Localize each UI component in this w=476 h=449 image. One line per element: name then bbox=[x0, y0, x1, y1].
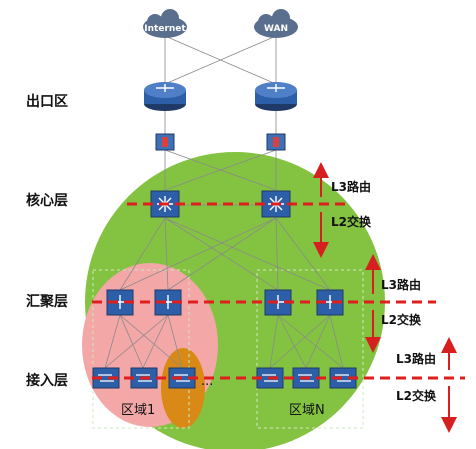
access-switch-1-icon bbox=[92, 367, 120, 389]
layer-label-egress: 出口区 bbox=[26, 93, 68, 110]
layer-label-core: 核心层 bbox=[26, 192, 68, 209]
region-label-left: 区域1 bbox=[121, 403, 155, 418]
layer-label-access: 接入层 bbox=[26, 372, 68, 389]
core-l3-label: L3路由 bbox=[331, 179, 371, 194]
aggregation-l2-label: L2交换 bbox=[381, 312, 422, 327]
aggregation-group-left bbox=[92, 269, 190, 429]
links bbox=[104, 35, 344, 369]
access-l2-label: L2交换 bbox=[396, 388, 437, 403]
internet-cloud-icon: Internet bbox=[143, 9, 187, 38]
access-l3-label: L3路由 bbox=[396, 351, 436, 366]
egress-router-right-icon bbox=[255, 82, 297, 111]
firewall-right-icon bbox=[266, 133, 286, 151]
access-ellipsis: ... bbox=[201, 374, 213, 389]
access-switch-6-icon bbox=[329, 367, 357, 389]
egress-router-left-icon bbox=[144, 82, 186, 111]
internet-label: Internet bbox=[144, 24, 186, 34]
firewall-left-icon bbox=[155, 133, 175, 151]
aggregation-l3-label: L3路由 bbox=[381, 277, 421, 292]
wan-label: WAN bbox=[264, 24, 288, 34]
layer-label-aggregation: 汇聚层 bbox=[26, 294, 68, 310]
region-label-right: 区域N bbox=[289, 403, 325, 418]
core-l2-label: L2交换 bbox=[331, 214, 372, 229]
wan-cloud-icon: WAN bbox=[254, 9, 298, 38]
